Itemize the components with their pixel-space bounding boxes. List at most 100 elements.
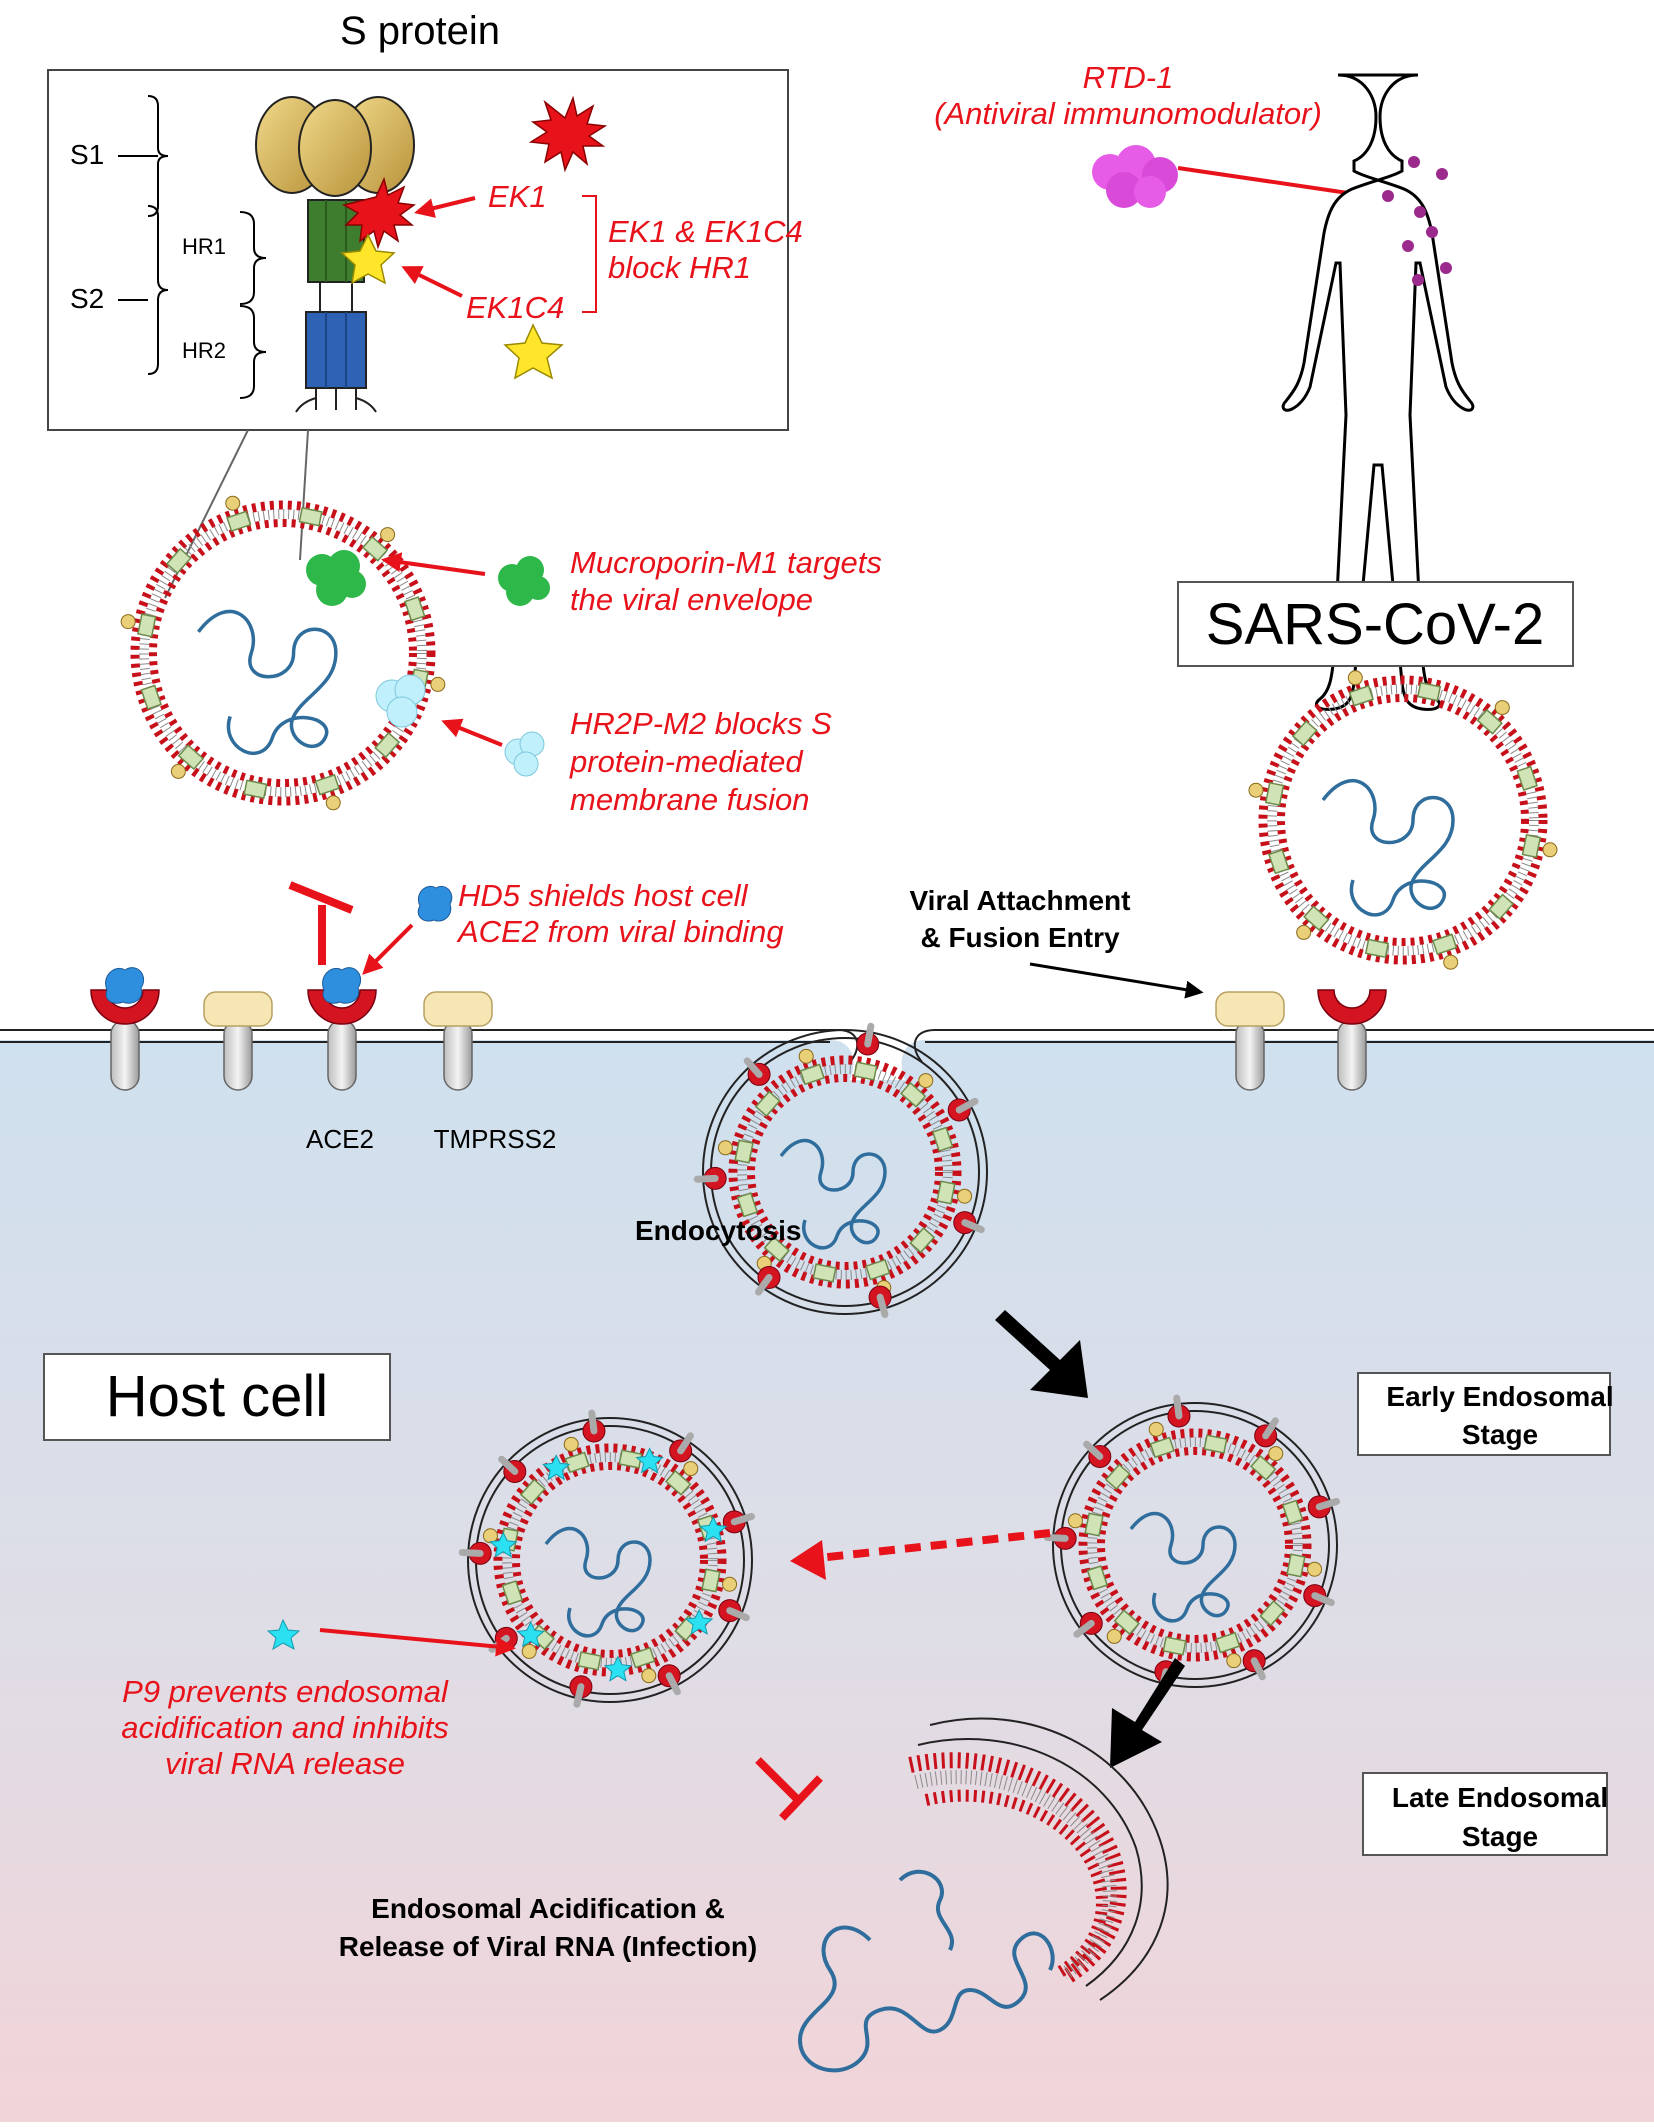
mucroporin-arrow [381, 552, 486, 576]
p9-section: P9 prevents endosomal acidification and … [121, 1618, 516, 1781]
spike-head [1067, 1513, 1083, 1529]
ek1-label: EK1 [488, 179, 547, 214]
membrane-protein [1521, 833, 1542, 859]
membrane-protein [701, 1568, 721, 1593]
late-line2: Stage [1462, 1821, 1538, 1852]
membrane-protein [1215, 1631, 1241, 1654]
rtd1-line2: (Antiviral immunomodulator) [934, 96, 1322, 131]
ek1c4-label: EK1C4 [466, 290, 564, 325]
membrane-protein [314, 774, 340, 796]
receptor-stem [876, 1293, 889, 1319]
p9-bound-icon [516, 1621, 545, 1648]
sars-label-box [1177, 581, 1574, 667]
receptor-stem [1262, 1417, 1279, 1440]
lipid-heads-inner [1277, 694, 1529, 946]
membrane-protein [1516, 765, 1538, 792]
receptor-stem [864, 1022, 875, 1048]
spike-head [798, 1048, 814, 1064]
endosome-outer-membrane [1052, 1402, 1338, 1688]
spike-head [1106, 1628, 1122, 1644]
lipid-heads-outer [130, 500, 436, 806]
host-cell-box [43, 1353, 391, 1441]
receptor-stem [1315, 1498, 1340, 1511]
membrane-protein [1268, 848, 1290, 875]
spike-head [722, 1576, 738, 1592]
spike-head [120, 614, 136, 630]
membrane-protein [1259, 1600, 1286, 1627]
virion-main [120, 495, 446, 811]
hr2p-line3: membrane fusion [570, 782, 810, 817]
virion-endocytosis [693, 1022, 988, 1319]
membrane-protein [226, 510, 252, 532]
ace2-stem [327, 1019, 357, 1091]
hr1-label: HR1 [182, 234, 226, 259]
hd5-bound-icon [322, 967, 362, 1004]
spike-head [1296, 924, 1312, 940]
hd5-section: HD5 shields host cell ACE2 from viral bi… [362, 878, 784, 975]
spike-head [380, 527, 396, 543]
receptor-stem [1043, 1533, 1069, 1542]
viral-rna [544, 1527, 652, 1638]
spike-head [325, 795, 341, 811]
receptor-stem [588, 1409, 598, 1435]
p9-bound-icon [489, 1531, 518, 1558]
host-cell-label: Host cell [106, 1364, 328, 1429]
spike-head [1307, 1561, 1323, 1577]
p9-bound-icon [603, 1655, 633, 1682]
viral-rna [779, 1139, 887, 1250]
rtd1-molecule-icon [1092, 145, 1178, 208]
lipid-heads-inner [747, 1074, 943, 1270]
spike-head [225, 495, 241, 511]
lipid-heads-outer [728, 1055, 962, 1289]
inhibition-bar-top [288, 881, 354, 965]
hd5-arrow [362, 923, 414, 975]
hr2p-free-icon [504, 731, 545, 777]
spike-head [918, 1073, 934, 1089]
ek-block-line2: block HR1 [608, 250, 751, 285]
receptor-stem [955, 1097, 979, 1114]
viral-rna [197, 609, 338, 755]
hd5-line1: HD5 shields host cell [458, 878, 749, 913]
early-line1: Early Endosomal [1386, 1381, 1613, 1412]
released-rna [797, 1869, 1055, 2073]
lipid-tails [502, 1452, 718, 1668]
membrane-protein [1086, 1565, 1109, 1591]
mucroporin-free-icon [498, 556, 550, 606]
membrane-protein [243, 779, 268, 799]
ace2-label: ACE2 [306, 1124, 374, 1154]
receptor-stem [1250, 1657, 1266, 1681]
membrane-protein [140, 684, 162, 710]
ek1-free-icon [528, 95, 608, 173]
spike-head [170, 763, 186, 779]
membrane-protein [936, 1180, 956, 1205]
hr2p-arrow [441, 718, 503, 747]
lipid-heads-inner [149, 519, 417, 787]
lipid-heads-inner [512, 1462, 708, 1658]
ace2-stem [1337, 1019, 1367, 1091]
membrane-protein [177, 744, 205, 771]
p9-line1: P9 prevents endosomal [122, 1674, 449, 1709]
membrane-protein [665, 1469, 692, 1496]
ace2-receptor-icon [1317, 989, 1387, 1025]
hd5-bound-icon [105, 967, 145, 1004]
ek1c4-arrow [401, 266, 463, 298]
endosome-outer-membrane [467, 1417, 753, 1703]
spike-head [717, 1140, 733, 1156]
receptor-stem [498, 1455, 519, 1475]
spike-head [1347, 670, 1363, 686]
lipid-heads-outer [1078, 1428, 1312, 1662]
flow-arrow-1 [995, 1310, 1088, 1398]
hd5-free-icon [417, 886, 453, 922]
spike-head [1542, 842, 1558, 858]
lipid-tails [1087, 1437, 1303, 1653]
spike-head [1268, 1446, 1284, 1462]
membrane-protein [1084, 1512, 1104, 1537]
lipid-heads-outer [1258, 675, 1548, 965]
membrane-protein [165, 547, 192, 575]
p9-arrow [319, 1628, 516, 1657]
p9-bound-icon [699, 1516, 728, 1543]
membrane-protein [1431, 933, 1458, 955]
ek1-bound-icon [342, 176, 416, 250]
membrane-protein [1203, 1434, 1228, 1454]
tmprss2-receptor-icon [423, 991, 493, 1027]
